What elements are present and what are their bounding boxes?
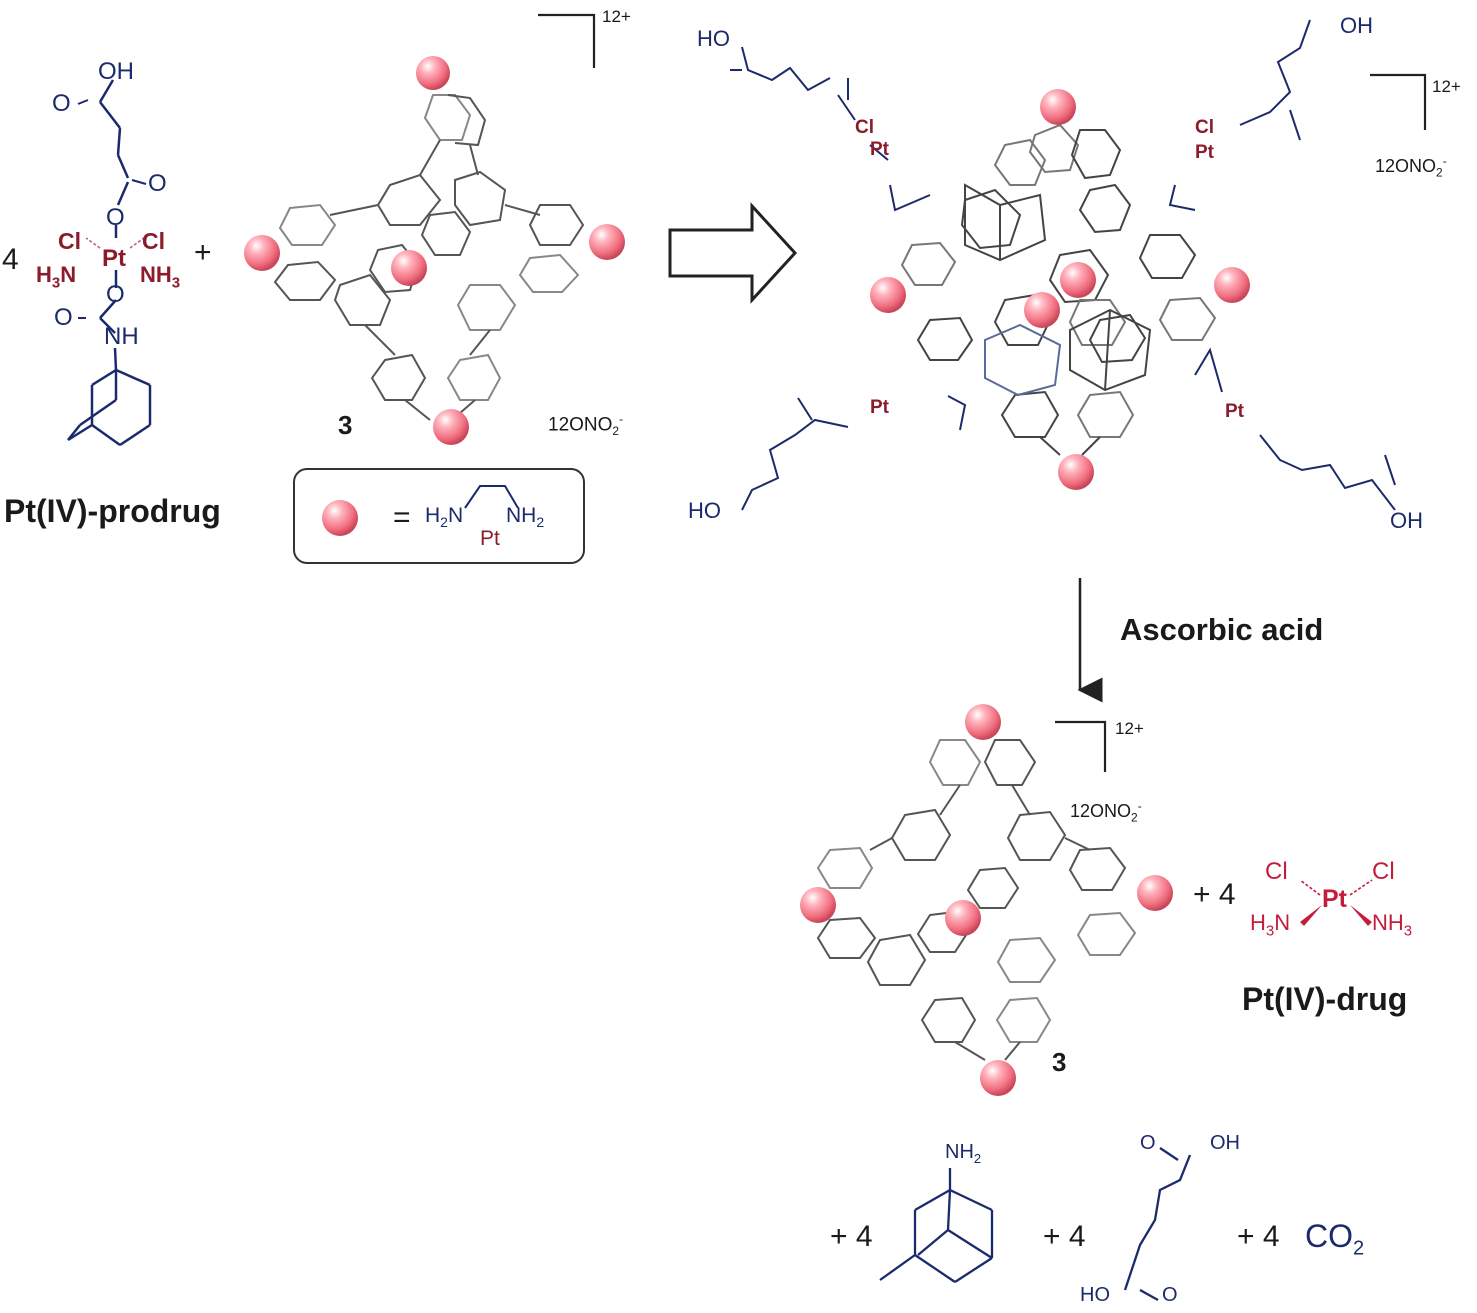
- plus-amine: + 4: [830, 1220, 873, 1253]
- legend-equals: =: [393, 501, 411, 534]
- legend-sphere: [322, 500, 358, 536]
- complex-pt-center-3: Pt: [870, 397, 889, 418]
- prodrug-nh: NH: [104, 323, 139, 350]
- complex-counterion: 12ONO2-: [1375, 154, 1447, 180]
- complex-structure: [730, 19, 1396, 511]
- plus-sign-1: +: [194, 236, 212, 269]
- cage-product-charge: 12+: [1115, 719, 1144, 738]
- succinic-structure: [1123, 1147, 1192, 1302]
- prodrug-cl-right: Cl: [142, 228, 165, 254]
- prodrug-o-ester: O: [106, 204, 125, 231]
- reaction-arrow: [668, 202, 798, 304]
- reagent-label: Ascorbic acid: [1120, 612, 1324, 647]
- complex-pt-center-2b: Pt: [1195, 142, 1214, 163]
- co2-label: CO2: [1305, 1218, 1365, 1260]
- drug-cl-left: Cl: [1265, 858, 1288, 885]
- drug-h3n: H3N: [1250, 910, 1291, 940]
- prodrug-cl-left: Cl: [58, 228, 81, 254]
- complex-cage: [900, 123, 1217, 456]
- drug-label: Pt(IV)-drug: [1242, 981, 1408, 1017]
- complex-ho-bottom-left: HO: [688, 498, 721, 523]
- amantadine-structure: [879, 1168, 994, 1283]
- prodrug-h3n: H3N: [36, 262, 77, 292]
- drug-pt: Pt: [1322, 885, 1347, 913]
- complex-spheres: [870, 89, 1250, 490]
- complex-pt-center-4: Pt: [1225, 401, 1244, 422]
- cage-product-spheres: [800, 704, 1173, 1096]
- amine-nh2: NH2: [945, 1141, 982, 1166]
- prodrug-o-carbamate: O: [106, 281, 125, 308]
- plus-coef-drug: + 4: [1193, 878, 1236, 911]
- complex-oh-top-right: OH: [1340, 13, 1373, 38]
- legend-h2n: H2N: [425, 504, 464, 531]
- cage-left-charge: 12+: [602, 7, 631, 26]
- legend-box: [293, 468, 585, 564]
- cage-left-structure: [273, 94, 585, 421]
- cage-left-label: 3: [338, 410, 353, 440]
- acid-oh: OH: [1210, 1132, 1240, 1154]
- acid-o-bottom: O: [1162, 1284, 1178, 1306]
- cage-product-structure: [816, 739, 1137, 1061]
- prodrug-pt: Pt: [102, 245, 126, 272]
- plus-co2: + 4: [1237, 1220, 1280, 1253]
- acid-o-top: O: [1140, 1132, 1156, 1154]
- legend-pt: Pt: [480, 527, 500, 550]
- complex-oh-bottom-right: OH: [1390, 508, 1423, 533]
- prodrug-oh: OH: [98, 58, 134, 85]
- prodrug-o-carbonyl-top: O: [52, 90, 71, 117]
- plus-acid: + 4: [1043, 1220, 1086, 1253]
- prodrug-coefficient: 4: [2, 243, 19, 276]
- drug-nh3: NH3: [1372, 910, 1413, 940]
- drug-cl-right: Cl: [1372, 858, 1395, 885]
- complex-pt-center-1: Cl: [855, 117, 874, 138]
- prodrug-nh3: NH3: [140, 262, 181, 292]
- complex-pt-center-2: Cl: [1195, 117, 1214, 138]
- complex-charge: 12+: [1432, 77, 1461, 96]
- cage-product-label: 3: [1052, 1047, 1067, 1077]
- prodrug-o-carbamate-carbonyl: O: [54, 304, 73, 331]
- complex-ho-top-left: HO: [697, 26, 730, 51]
- cage-product-counterion: 12ONO2-: [1070, 799, 1142, 825]
- acid-ho: HO: [1080, 1284, 1110, 1306]
- cage-left-counterion: 12ONO2-: [548, 412, 624, 439]
- prodrug-structure: [67, 79, 152, 447]
- prodrug-o-ester-carbonyl: O: [148, 170, 167, 197]
- prodrug-label: Pt(IV)-prodrug: [4, 493, 221, 529]
- cage-left-spheres: [244, 56, 625, 445]
- legend-nh2: NH2: [506, 504, 545, 531]
- complex-pt-center-1b: Pt: [870, 139, 889, 160]
